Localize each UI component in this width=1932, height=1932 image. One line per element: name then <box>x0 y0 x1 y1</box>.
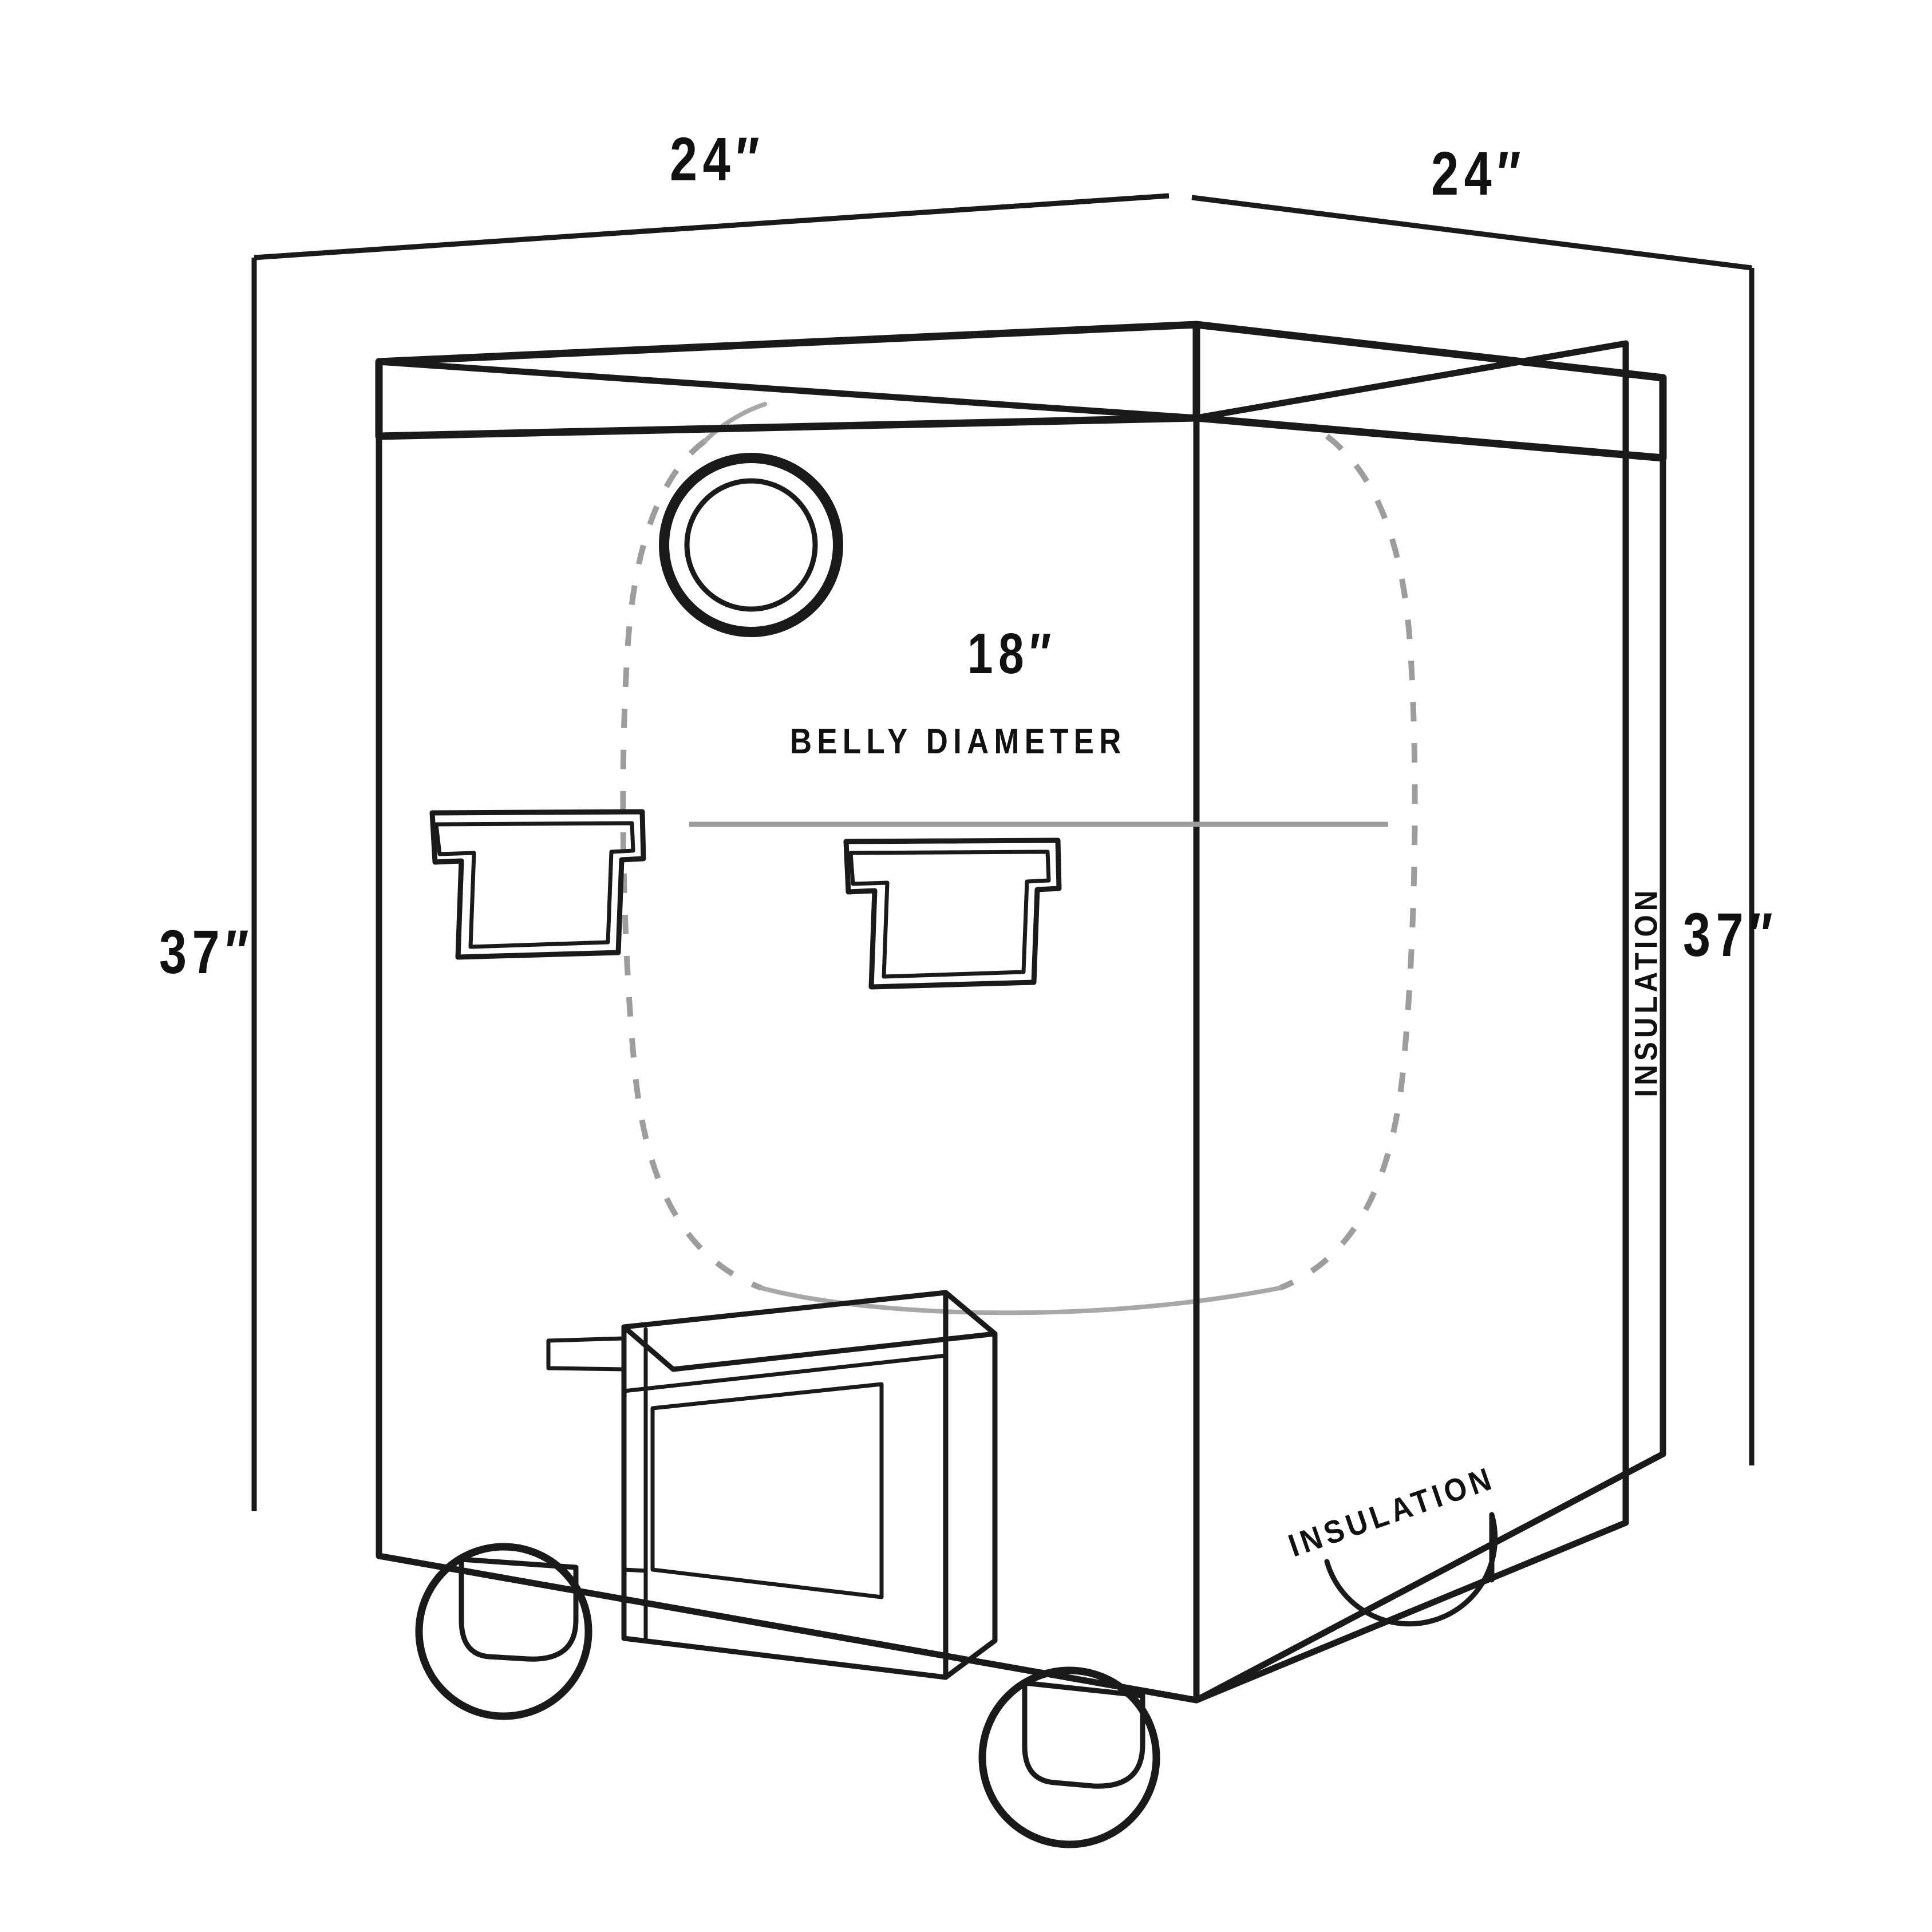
handle-left <box>429 809 646 960</box>
label-width-side: 24″ <box>1431 139 1527 208</box>
label-height-right: 37″ <box>1683 900 1779 969</box>
caster-front-center <box>978 1666 1160 1848</box>
handle-center <box>843 837 1062 990</box>
thermometer-port-icon <box>659 453 843 637</box>
caster-front-left <box>415 1543 592 1720</box>
dimension-bracket-top-left <box>251 193 1170 1511</box>
label-belly-caption: BELLY DIAMETER <box>790 722 1127 761</box>
firebox <box>546 1290 998 1680</box>
caster-rear-right <box>1324 1512 1498 1627</box>
firebox-door <box>650 1382 884 1599</box>
label-belly-value: 18″ <box>967 622 1057 686</box>
dimension-bracket-top-right <box>1191 195 1755 1465</box>
cabinet-body <box>375 321 1667 1704</box>
belly-hidden-outline <box>620 402 1418 1315</box>
label-height-left: 37″ <box>159 917 255 986</box>
label-insulation-side: INSULATION <box>1627 886 1664 1097</box>
label-width-front: 24″ <box>670 124 765 193</box>
firebox-latch-icon <box>546 1336 626 1372</box>
